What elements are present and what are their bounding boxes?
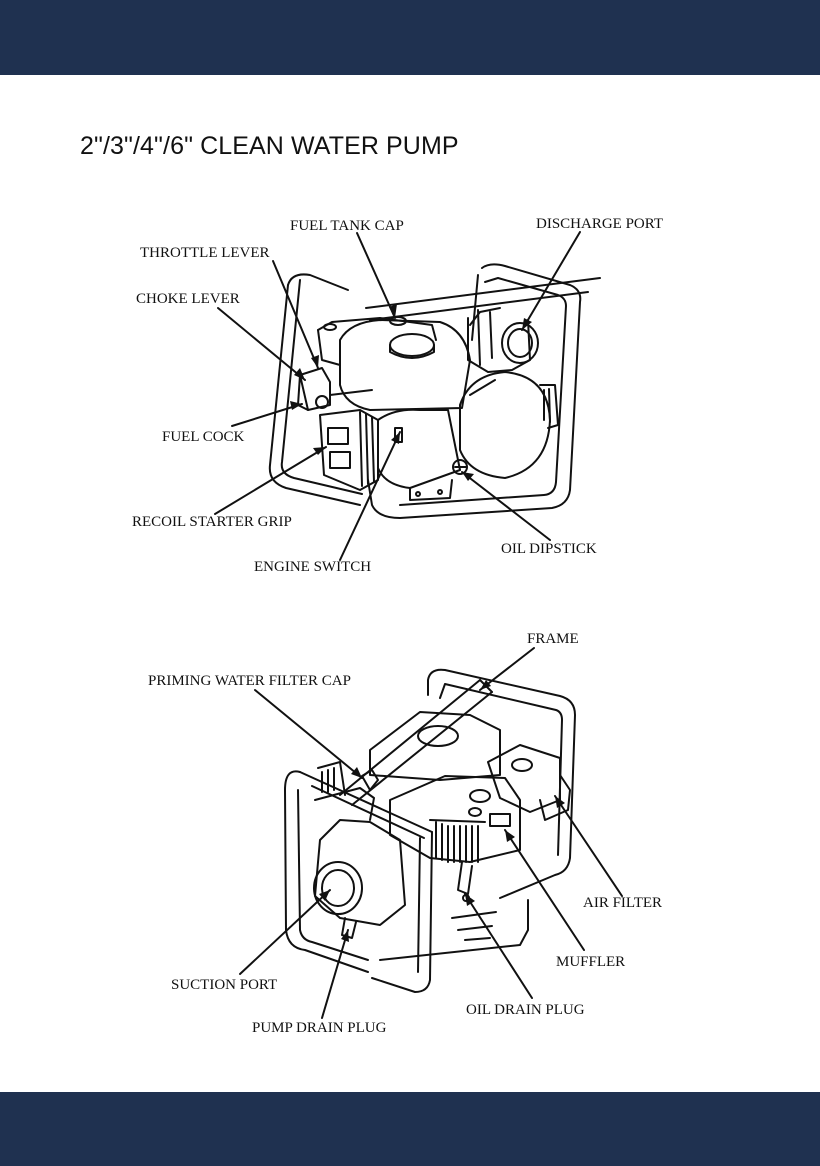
label-suction-port: SUCTION PORT <box>171 977 277 993</box>
label-muffler: MUFFLER <box>556 954 625 970</box>
pump-front-view-drawing <box>0 0 820 600</box>
pump-front-view-figure: FUEL TANK CAP DISCHARGE PORT THROTTLE LE… <box>0 0 820 600</box>
label-fuel-tank-cap: FUEL TANK CAP <box>290 218 404 234</box>
label-frame: FRAME <box>527 631 579 647</box>
label-recoil-starter-grip: RECOIL STARTER GRIP <box>132 514 292 530</box>
label-choke-lever: CHOKE LEVER <box>136 291 240 307</box>
label-discharge-port: DISCHARGE PORT <box>536 216 663 232</box>
pump-rear-view-figure: FRAME PRIMING WATER FILTER CAP AIR FILTE… <box>0 600 820 1060</box>
label-oil-dipstick: OIL DIPSTICK <box>501 541 597 557</box>
label-pump-drain-plug: PUMP DRAIN PLUG <box>252 1020 386 1036</box>
label-priming-water-filter-cap: PRIMING WATER FILTER CAP <box>148 673 351 689</box>
pump-rear-view-drawing <box>0 600 820 1060</box>
label-engine-switch: ENGINE SWITCH <box>254 559 371 575</box>
label-throttle-lever: THROTTLE LEVER <box>140 245 270 261</box>
label-oil-drain-plug: OIL DRAIN PLUG <box>466 1002 585 1018</box>
label-air-filter: AIR FILTER <box>583 895 662 911</box>
label-fuel-cock: FUEL COCK <box>162 429 244 445</box>
footer-band <box>0 1092 820 1166</box>
